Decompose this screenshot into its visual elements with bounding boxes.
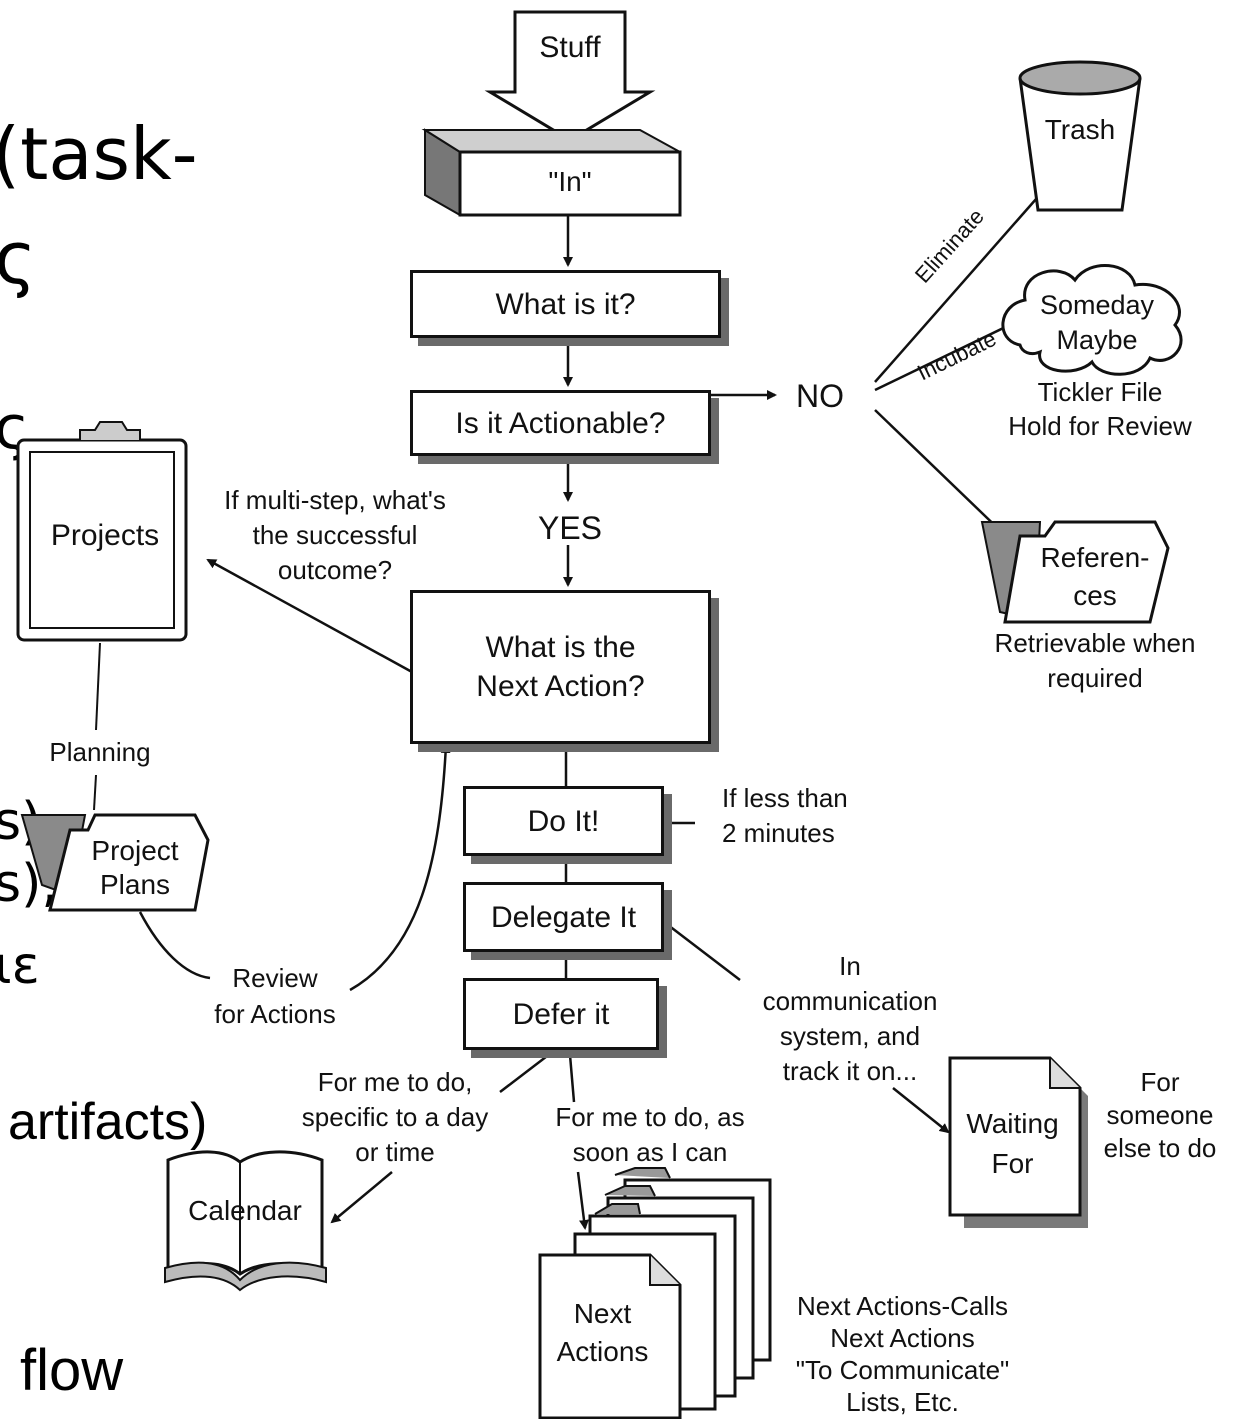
references-folder-shape (980, 520, 1170, 624)
review-label-2: for Actions (214, 999, 336, 1029)
is-actionable-box: Is it Actionable? (410, 390, 711, 456)
defer-it-box: Defer it (463, 978, 659, 1050)
project-plans-label-2: Plans (99, 869, 171, 900)
in-tray-label: "In" (548, 166, 592, 197)
multistep-label-3: outcome? (277, 555, 393, 585)
slide-text-fragment-2: ς (0, 216, 37, 300)
trash-can-shape (1018, 60, 1142, 212)
waiting-for-document-shape (948, 1056, 1088, 1228)
someone-else-label-3: else to do (1103, 1133, 1217, 1163)
lists-label-4: Lists, Etc. (846, 1387, 959, 1417)
next-action-label-2: Next Action? (476, 670, 645, 703)
references-label-1: Referen- (1040, 542, 1150, 573)
delegate-note-label-2: communication (762, 986, 938, 1016)
calendar-label: Calendar (188, 1195, 302, 1226)
lists-label-3: "To Communicate" (795, 1355, 1010, 1385)
no-label: NO (796, 378, 844, 414)
multistep-label-1: If multi-step, what's (224, 485, 446, 515)
delegate-note-label-1: In (839, 951, 861, 981)
calendar-note-label-1: For me to do, (317, 1067, 473, 1097)
asap-label-1: For me to do, as (555, 1102, 745, 1132)
someone-else-label-2: someone (1106, 1100, 1214, 1130)
retrievable-label-2: required (1047, 663, 1143, 693)
next-action-box: What is the Next Action? (410, 590, 711, 744)
projects-label: Projects (50, 519, 160, 552)
waiting-for-label-1: Waiting (966, 1108, 1059, 1139)
tickler-label-2: Hold for Review (1008, 411, 1192, 441)
slide-text-artifacts: artifacts) (8, 1093, 208, 1151)
next-action-label-1: What is the (485, 631, 636, 664)
lists-label-2: Next Actions (830, 1323, 975, 1353)
next-actions-label-2: Actions (556, 1336, 649, 1367)
someday-label-1: Someday (1039, 290, 1155, 320)
slide-text-fragment-6: ιε (0, 936, 40, 996)
slide-text-task: (task- (0, 112, 198, 196)
project-plans-label-1: Project (91, 835, 179, 866)
delegate-note-label-4: track it on... (782, 1056, 918, 1086)
next-actions-label-1: Next (573, 1298, 632, 1329)
project-plans-folder-shape (20, 813, 210, 912)
delegate-it-label: Delegate It (490, 900, 637, 934)
someday-label-2: Maybe (1056, 325, 1138, 355)
delegate-note-label-3: system, and (779, 1021, 921, 1051)
calendar-book-shape (164, 1150, 327, 1292)
do-it-box: Do It! (463, 786, 664, 856)
asap-label-2: soon as I can (572, 1137, 728, 1167)
stuff-arrow-shape (484, 10, 656, 142)
someone-else-label-1: For (1140, 1067, 1180, 1097)
tickler-label-1: Tickler File (1037, 377, 1163, 407)
yes-label: YES (537, 510, 603, 546)
retrievable-label-1: Retrievable when (994, 628, 1196, 658)
do-note-label-2: 2 minutes (722, 818, 835, 848)
what-is-it-box: What is it? (410, 270, 721, 338)
projects-clipboard-shape (16, 421, 188, 642)
waiting-for-label-2: For (991, 1148, 1034, 1179)
what-is-it-label: What is it? (495, 287, 636, 321)
someday-cloud-shape (1001, 264, 1183, 376)
stuff-label: Stuff (539, 31, 601, 64)
slide-text-flow: flow (20, 1338, 124, 1403)
references-label-2: ces (1073, 580, 1117, 611)
calendar-note-label-3: or time (355, 1137, 435, 1167)
planning-label: Planning (49, 737, 151, 767)
is-actionable-label: Is it Actionable? (455, 406, 666, 440)
defer-it-label: Defer it (512, 997, 610, 1031)
delegate-it-box: Delegate It (463, 882, 664, 952)
review-label-1: Review (232, 963, 318, 993)
trash-label: Trash (1044, 114, 1116, 145)
in-tray-shape (421, 128, 682, 217)
do-it-label: Do It! (527, 804, 600, 838)
next-actions-stack-shape (538, 1167, 772, 1419)
multistep-label-2: the successful (252, 520, 418, 550)
calendar-note-label-2: specific to a day (301, 1102, 489, 1132)
do-note-label-1: If less than (722, 783, 848, 813)
lists-label-1: Next Actions-Calls (797, 1291, 1008, 1321)
